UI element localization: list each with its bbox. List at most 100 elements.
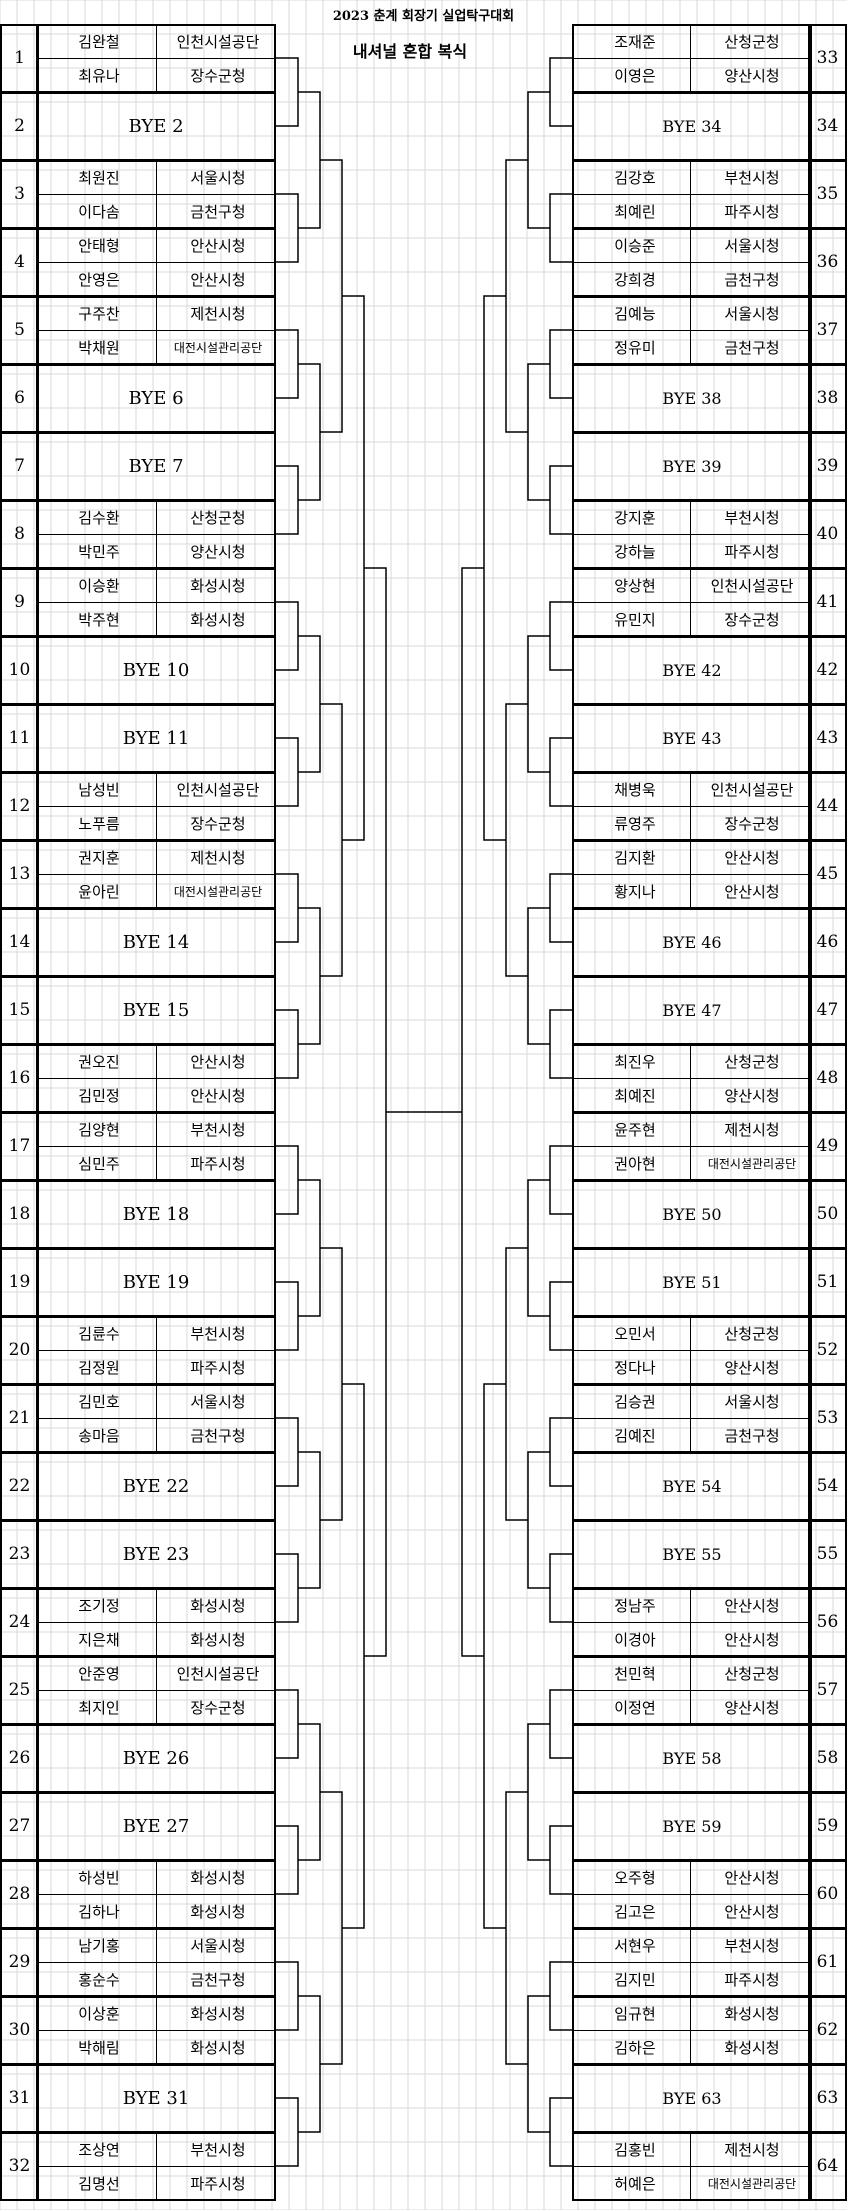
player-club: 금천구청 bbox=[190, 1970, 246, 1989]
player-name: 김하은 bbox=[614, 2038, 656, 2057]
bracket-connector bbox=[298, 363, 321, 501]
bracket-connector bbox=[483, 1383, 506, 1929]
player-name: 서현우 bbox=[614, 1936, 656, 1955]
bye-label: BYE 6 bbox=[128, 387, 184, 409]
seed-number: 3 bbox=[14, 184, 25, 204]
player-name: 김지환 bbox=[614, 848, 656, 867]
seed-number: 42 bbox=[816, 660, 839, 680]
seed-number: 30 bbox=[8, 2020, 31, 2040]
player-name: 강하늘 bbox=[614, 542, 656, 561]
bye-label: BYE 58 bbox=[662, 1748, 722, 1768]
row-divider bbox=[572, 1350, 812, 1351]
bracket-connector bbox=[527, 1451, 550, 1589]
seed-number: 48 bbox=[816, 1068, 839, 1088]
player-name: 유민지 bbox=[614, 610, 656, 629]
col-divider bbox=[690, 2132, 691, 2200]
col-divider bbox=[690, 500, 691, 568]
player-club: 부천시청 bbox=[724, 168, 780, 187]
player-club: 화성시청 bbox=[190, 1596, 246, 1615]
bye-label: BYE 38 bbox=[662, 388, 722, 408]
row-divider bbox=[572, 2166, 812, 2167]
player-name: 김명선 bbox=[78, 2174, 120, 2193]
player-name: 이승준 bbox=[614, 236, 656, 255]
seed-number: 27 bbox=[8, 1816, 31, 1836]
bracket-connector bbox=[364, 567, 387, 1657]
seed-number: 49 bbox=[816, 1136, 839, 1156]
player-name: 양상현 bbox=[614, 576, 656, 595]
bye-label: BYE 39 bbox=[662, 456, 722, 476]
seed-number: 50 bbox=[816, 1204, 839, 1224]
bracket-connector bbox=[276, 465, 299, 535]
bye-label: BYE 19 bbox=[122, 1271, 190, 1293]
bye-label: BYE 46 bbox=[662, 932, 722, 952]
col-divider bbox=[156, 160, 157, 228]
row-divider bbox=[572, 874, 812, 875]
player-club: 서울시청 bbox=[190, 168, 246, 187]
bracket-connector bbox=[276, 193, 299, 263]
player-name: 구주찬 bbox=[78, 304, 120, 323]
player-club: 인천시설공단 bbox=[176, 32, 260, 51]
player-name: 남기홍 bbox=[78, 1936, 120, 1955]
player-club: 파주시청 bbox=[190, 1358, 246, 1377]
col-divider bbox=[690, 228, 691, 296]
tournament-title: 2023 춘계 회장기 실업탁구대회 bbox=[332, 9, 515, 24]
player-club: 안산시청 bbox=[190, 1052, 246, 1071]
row-divider bbox=[572, 2030, 812, 2031]
player-name: 김하나 bbox=[78, 1902, 120, 1921]
player-club: 화성시청 bbox=[190, 1902, 246, 1921]
player-club: 안산시청 bbox=[190, 270, 246, 289]
bracket-connector bbox=[276, 1961, 299, 2031]
seed-number: 9 bbox=[14, 592, 25, 612]
player-name: 박주현 bbox=[78, 610, 120, 629]
bracket-connector bbox=[527, 1995, 550, 2133]
player-name: 김륜수 bbox=[78, 1324, 120, 1343]
player-club: 금천구청 bbox=[724, 338, 780, 357]
player-club: 화성시청 bbox=[190, 1868, 246, 1887]
row-divider bbox=[572, 1622, 812, 1623]
row-divider bbox=[572, 1894, 812, 1895]
player-club: 안산시청 bbox=[724, 848, 780, 867]
player-name: 남성빈 bbox=[78, 780, 120, 799]
player-name: 박해림 bbox=[78, 2038, 120, 2057]
player-name: 윤주현 bbox=[614, 1120, 656, 1139]
player-club: 화성시청 bbox=[724, 2004, 780, 2023]
bracket-connector bbox=[549, 1689, 572, 1759]
player-name: 윤아린 bbox=[78, 882, 120, 901]
player-name: 심민주 bbox=[78, 1154, 120, 1173]
bye-label: BYE 47 bbox=[662, 1000, 722, 1020]
bye-label: BYE 26 bbox=[122, 1747, 190, 1769]
col-divider bbox=[156, 1656, 157, 1724]
player-name: 최유나 bbox=[78, 66, 120, 85]
player-club: 파주시청 bbox=[190, 2174, 246, 2193]
player-name: 홍순수 bbox=[78, 1970, 120, 1989]
bracket-connector bbox=[549, 1281, 572, 1351]
player-name: 이상훈 bbox=[78, 2004, 120, 2023]
seed-number: 41 bbox=[816, 592, 839, 612]
player-club: 양산시청 bbox=[724, 66, 780, 85]
bracket-connector bbox=[505, 159, 528, 433]
bye-label: BYE 11 bbox=[122, 727, 190, 749]
bracket-connector bbox=[298, 91, 321, 229]
player-club: 금천구청 bbox=[724, 270, 780, 289]
player-club: 대전시설관리공단 bbox=[173, 884, 263, 899]
bye-label: BYE 50 bbox=[662, 1204, 722, 1224]
player-name: 김지민 bbox=[614, 1970, 656, 1989]
bracket-connector bbox=[276, 1281, 299, 1351]
bracket-connector bbox=[298, 1179, 321, 1317]
bracket-connector bbox=[276, 737, 299, 807]
player-name: 최예진 bbox=[614, 1086, 656, 1105]
player-name: 채병욱 bbox=[614, 780, 656, 799]
player-name: 안태형 bbox=[78, 236, 120, 255]
col-divider bbox=[156, 228, 157, 296]
bye-label: BYE 15 bbox=[122, 999, 190, 1021]
player-name: 이경아 bbox=[614, 1630, 656, 1649]
seed-number: 55 bbox=[816, 1544, 839, 1564]
player-club: 화성시청 bbox=[190, 1630, 246, 1649]
player-club: 인천시설공단 bbox=[710, 576, 794, 595]
seed-number: 7 bbox=[14, 456, 25, 476]
player-name: 김양현 bbox=[78, 1120, 120, 1139]
seed-number: 10 bbox=[8, 660, 31, 680]
row-divider bbox=[572, 534, 812, 535]
col-divider bbox=[690, 1996, 691, 2064]
col-divider bbox=[156, 1588, 157, 1656]
